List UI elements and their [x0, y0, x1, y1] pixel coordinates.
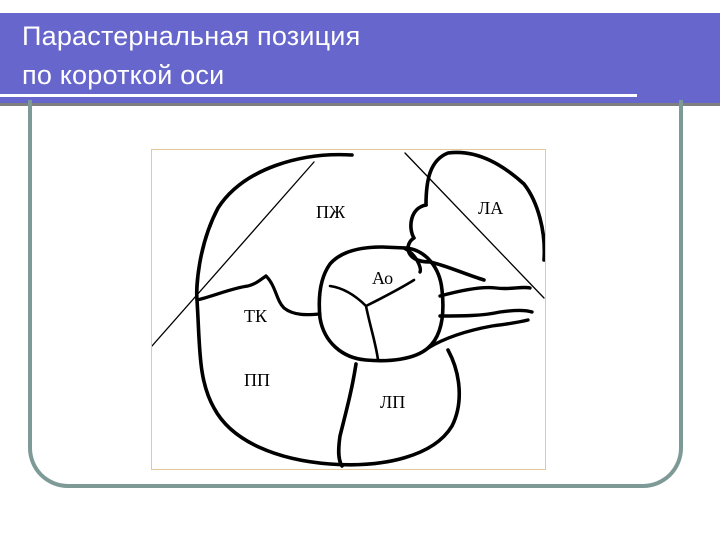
- title-bar-shadow: [0, 103, 720, 106]
- pulmonary-branch-upper: [438, 285, 532, 298]
- label-la: ЛА: [478, 198, 503, 218]
- slide-title: Парастернальная позиция по короткой оси: [22, 17, 662, 95]
- label-ra: ПП: [244, 370, 270, 390]
- label-lp: ЛП: [380, 392, 405, 412]
- scan-line-left: [152, 161, 315, 347]
- la-lobe: [424, 150, 545, 262]
- title-underline: [0, 94, 637, 97]
- aortic-root: [317, 245, 445, 363]
- label-rv: ПЖ: [316, 202, 346, 222]
- slide-title-line-2: по короткой оси: [22, 60, 225, 90]
- atrial-septum: [336, 362, 358, 468]
- title-bar: [0, 13, 720, 105]
- tricuspid-upper-leaflet: [195, 274, 268, 302]
- heart-short-axis-diagram: ПЖ ЛА Ао ТК ПП ЛП: [151, 149, 546, 470]
- content-frame: [28, 100, 683, 488]
- slide-title-line-1: Парастернальная позиция: [22, 21, 361, 51]
- pulmonary-branch-lower: [426, 318, 530, 350]
- heart-outer-contour: [195, 152, 462, 467]
- tricuspid-lower-leaflet: [264, 274, 322, 317]
- label-ao: Ао: [372, 268, 393, 288]
- la-to-aorta-connector: [402, 246, 423, 274]
- label-tv: ТК: [244, 306, 268, 326]
- pulmonary-branch-middle: [438, 308, 534, 318]
- aortic-cusp-lines: [328, 278, 416, 362]
